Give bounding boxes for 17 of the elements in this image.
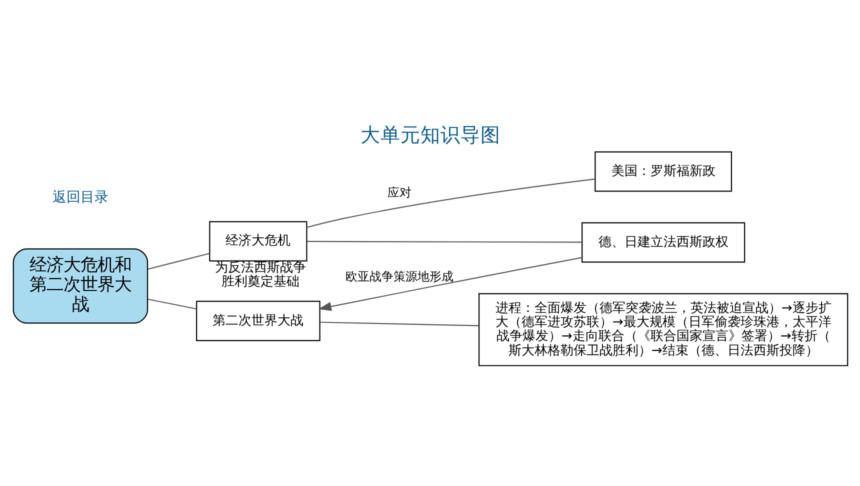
node-box: 经济大危机和第二次世界大战 (12, 248, 148, 324)
node-label: 为反法西斯战争胜利奠定基础 (214, 260, 306, 290)
edge-label: 欧亚战争策源地形成 (344, 268, 453, 283)
label: 返回目录 (52, 188, 108, 205)
node-box: 美国：罗斯福新政 (594, 150, 732, 192)
edge-label: 应对 (386, 184, 411, 199)
diagram-title: 大单元知识导图 (360, 122, 500, 146)
node-box: 经济大危机 (208, 220, 307, 261)
node-box: 德、日建立法西斯政权 (581, 222, 745, 262)
connector (147, 298, 196, 309)
connector (306, 240, 582, 242)
connector (306, 178, 595, 228)
node-box: 进程：全面爆发（德军突袭波兰，英法被迫宣战）→逐步扩大（德军进攻苏联）→最大规模（日军偷袭珍珠港，太平洋战争爆发）→走向联合（《联合国家宣言》签署）→转折（斯大林格勒保卫战胜利）→结束（德、日法西斯投降） (478, 292, 848, 366)
node-box: 第二次世界大战 (196, 300, 320, 341)
connector (147, 252, 209, 270)
arrow (318, 256, 582, 311)
connector (320, 321, 478, 326)
